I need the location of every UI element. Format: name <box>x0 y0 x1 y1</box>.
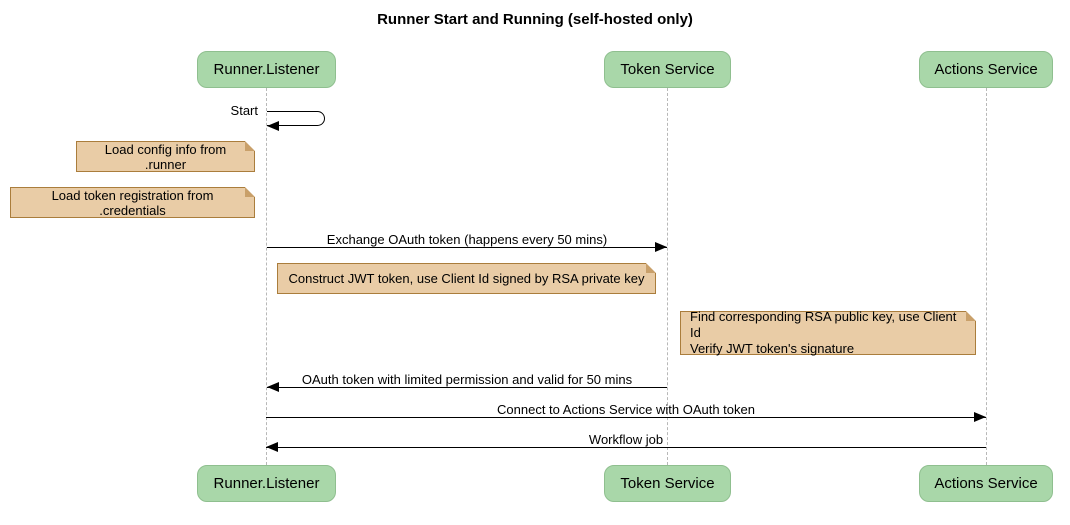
message-exchange-oauth-label: Exchange OAuth token (happens every 50 m… <box>326 232 608 247</box>
message-connect-actions-line <box>266 417 986 418</box>
participant-token-service-top: Token Service <box>604 51 731 88</box>
note-verify-jwt: Find corresponding RSA public key, use C… <box>680 309 976 356</box>
message-oauth-return-line <box>267 387 667 388</box>
arrowhead-left-icon <box>266 442 278 452</box>
message-oauth-return-label: OAuth token with limited permission and … <box>301 372 633 387</box>
arrowhead-left-icon <box>267 382 279 392</box>
participant-actions-service-top: Actions Service <box>919 51 1053 88</box>
lifeline-runner-listener <box>266 88 267 465</box>
arrowhead-right-icon <box>974 412 986 422</box>
arrowhead-right-icon <box>655 242 667 252</box>
arrowhead-left-icon <box>267 121 279 131</box>
note-construct-jwt: Construct JWT token, use Client Id signe… <box>277 263 656 294</box>
message-start-label: Start <box>230 103 258 118</box>
note-load-token-registration: Load token registration from .credential… <box>10 187 255 218</box>
note-load-config: Load config info from .runner <box>76 141 255 172</box>
message-workflow-job-line <box>266 447 986 448</box>
participant-runner-listener-top: Runner.Listener <box>197 51 336 88</box>
message-workflow-job-label: Workflow job <box>588 432 664 447</box>
participant-runner-listener-bottom: Runner.Listener <box>197 465 336 502</box>
message-connect-actions-label: Connect to Actions Service with OAuth to… <box>497 402 755 417</box>
lifeline-token-service <box>667 88 668 465</box>
note-verify-jwt-line1: Find corresponding RSA public key, use C… <box>690 309 957 340</box>
message-exchange-oauth-line <box>267 247 667 248</box>
message-start-loop-line <box>267 111 325 126</box>
participant-actions-service-bottom: Actions Service <box>919 465 1053 502</box>
note-verify-jwt-line2: Verify JWT token's signature <box>690 341 855 356</box>
lifeline-actions-service <box>986 88 987 465</box>
diagram-title: Runner Start and Running (self-hosted on… <box>377 11 693 28</box>
participant-token-service-bottom: Token Service <box>604 465 731 502</box>
